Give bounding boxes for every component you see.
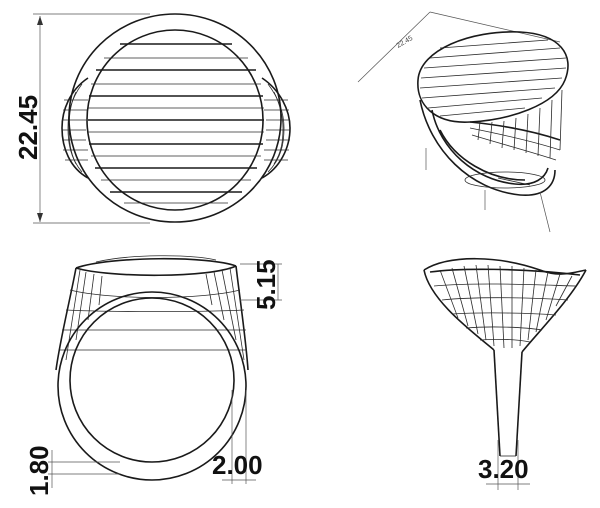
- dim-label-band-left: 1.80: [24, 445, 54, 496]
- front-view-lattice: [60, 267, 247, 361]
- front-view-dim-bottom: 1.80: [24, 445, 120, 496]
- dim-label-height: 22.45: [13, 95, 43, 160]
- iso-lattice: [469, 89, 563, 161]
- front-view-dim-top: 5.15: [240, 259, 282, 310]
- top-view-height-dimension: 22.45: [13, 13, 150, 224]
- iso-dim-label: 22.45: [396, 35, 415, 50]
- isometric-view: 22.45: [357, 11, 569, 233]
- top-view: 22.45: [13, 13, 291, 224]
- iso-top-oval: [417, 31, 569, 123]
- dim-label-band-right: 2.00: [212, 450, 263, 480]
- top-view-left-wing: [61, 77, 89, 179]
- front-view: 5.15 1.80 2.00: [24, 255, 282, 496]
- front-view-outer-circle: [57, 291, 247, 481]
- side-view: 3.20: [423, 257, 587, 490]
- dim-label-side-width: 3.20: [478, 454, 529, 484]
- iso-top-stripes: [419, 39, 567, 117]
- top-view-right-wing: [261, 77, 291, 179]
- top-view-stripes: [88, 43, 264, 204]
- front-view-dim-right: 2.00: [212, 390, 263, 484]
- top-view-outer-oval: [68, 13, 282, 223]
- side-view-lattice: [433, 264, 577, 349]
- dim-label-shank-top: 5.15: [251, 259, 281, 310]
- front-view-inner-circle: [69, 297, 235, 463]
- side-view-dim: 3.20: [478, 440, 530, 490]
